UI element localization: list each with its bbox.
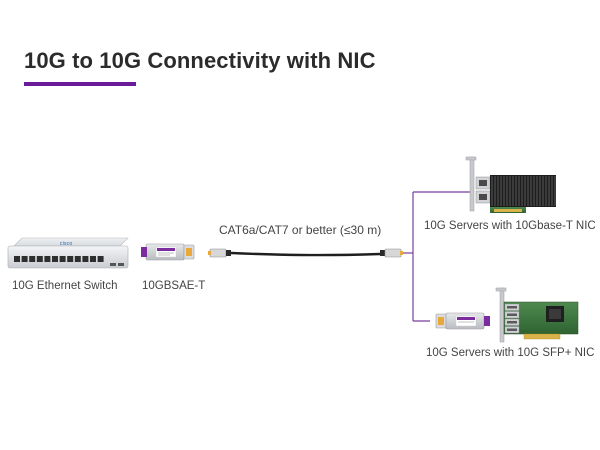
heatsink-fins <box>491 176 556 206</box>
page-title: 10G to 10G Connectivity with NIC <box>24 48 376 73</box>
switch-port <box>67 256 74 262</box>
switch-port <box>44 256 51 262</box>
ethernet-cable-icon <box>208 248 403 258</box>
sfp-cage <box>504 326 520 334</box>
sfp-cages <box>504 303 520 334</box>
switch-port <box>14 256 20 262</box>
sfp-nic-card-icon <box>495 287 579 343</box>
network-switch-icon: cisco <box>7 237 129 269</box>
switch-ports <box>14 256 104 262</box>
sfp-cage <box>504 303 520 311</box>
sfp-cage <box>504 318 520 326</box>
switch-port <box>97 256 104 262</box>
switch-port <box>29 256 36 262</box>
server-top-label: 10G Servers with 10Gbase-T NIC <box>424 220 596 232</box>
sfp-module-icon-2 <box>435 312 490 330</box>
sfp-cage <box>504 311 520 319</box>
switch-port <box>52 256 58 262</box>
server-bottom-label: 10G Servers with 10G SFP+ NIC <box>426 347 595 359</box>
switch-label: 10G Ethernet Switch <box>12 280 118 292</box>
cable-label: CAT6a/CAT7 or better (≤30 m) <box>219 223 382 237</box>
title-underline <box>24 82 136 86</box>
switch-port <box>59 256 66 262</box>
switch-port <box>90 256 96 262</box>
rj45-nic-card-icon <box>465 156 556 213</box>
connector-lines <box>403 191 470 322</box>
switch-port <box>36 256 43 262</box>
switch-logo: cisco <box>60 241 73 247</box>
switch-port <box>74 256 81 262</box>
sfp-module-icon <box>141 243 195 261</box>
module-label: 10GBSAE-T <box>142 280 206 292</box>
switch-port <box>21 256 28 262</box>
switch-port <box>82 256 89 262</box>
switch-logo-text: cisco <box>60 241 73 247</box>
